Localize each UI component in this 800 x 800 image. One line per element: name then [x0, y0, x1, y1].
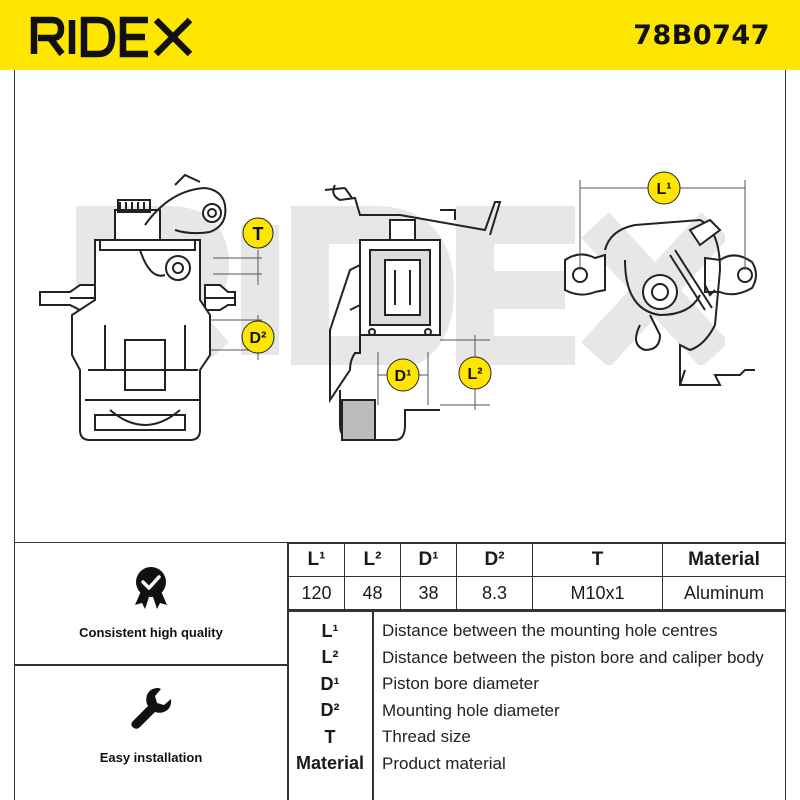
spec-table: L¹ L² D¹ D² T Material 120 48 38 8.3 M10…: [288, 543, 786, 610]
legend-item: L¹ Distance between the mounting hole ce…: [288, 618, 786, 645]
caliper-front-view: [39, 173, 262, 441]
table-header: L¹: [288, 543, 345, 577]
legend-desc: Distance between the mounting hole centr…: [382, 621, 718, 641]
legend-desc: Thread size: [382, 727, 471, 747]
svg-text:D¹: D¹: [395, 368, 412, 385]
wrench-icon: [131, 688, 172, 729]
table-header-row: L¹ L² D¹ D² T Material: [288, 543, 786, 577]
legend-desc: Product material: [382, 753, 506, 773]
table-header: T: [532, 543, 663, 577]
legend-key: L¹: [321, 620, 339, 641]
table-cell: 120: [288, 576, 345, 610]
legend-item: T Thread size: [288, 724, 786, 751]
feature-quality: Consistent high quality: [14, 565, 288, 640]
table-cell: Aluminum: [662, 576, 786, 610]
table-cell: 38: [400, 576, 457, 610]
svg-text:L¹: L¹: [656, 181, 671, 198]
legend-item: L² Distance between the piston bore and …: [288, 645, 786, 672]
svg-text:L²: L²: [467, 366, 482, 383]
legend-key: T: [324, 726, 336, 747]
divider: [14, 664, 288, 666]
legend-key: Material: [295, 753, 365, 774]
table-row: 120 48 38 8.3 M10x1 Aluminum: [288, 576, 786, 610]
legend-desc: Mounting hole diameter: [382, 700, 560, 720]
divider: [288, 610, 786, 612]
divider: [372, 611, 374, 800]
ridex-logo: [30, 16, 193, 58]
table-header: L²: [344, 543, 401, 577]
label-t: T: [242, 217, 274, 249]
table-cell: 48: [344, 576, 401, 610]
divider: [287, 542, 289, 800]
legend-key: D¹: [320, 673, 340, 694]
table-header: Material: [662, 543, 786, 577]
legend-desc: Distance between the piston bore and cal…: [382, 647, 764, 667]
legend-item: D¹ Piston bore diameter: [288, 671, 786, 698]
part-number: 78B0747: [633, 20, 770, 51]
feature-installation: Easy installation: [14, 686, 288, 765]
legend-item: D² Mounting hole diameter: [288, 698, 786, 725]
caliper-drawing: T D² D¹ L² L¹: [39, 171, 757, 441]
caliper-section-view: [324, 184, 502, 441]
caliper-rear-view: [564, 180, 757, 386]
legend-key: L²: [321, 647, 339, 668]
label-l2: L²: [458, 356, 492, 390]
info-panel: [14, 542, 786, 800]
drawing-frame: [14, 70, 786, 542]
dimension-labels: T D² D¹ L² L¹: [241, 171, 681, 392]
table-header: D¹: [400, 543, 457, 577]
table-cell: M10x1: [532, 576, 663, 610]
feature-label: Consistent high quality: [79, 625, 223, 640]
svg-text:T: T: [253, 224, 264, 244]
badge-check-icon: [135, 567, 167, 609]
legend-desc: Piston bore diameter: [382, 674, 539, 694]
legend-list: L¹ Distance between the mounting hole ce…: [288, 611, 786, 777]
table-header: D²: [456, 543, 533, 577]
label-d1: D¹: [386, 358, 420, 392]
label-l1: L¹: [647, 171, 681, 205]
table-cell: 8.3: [456, 576, 533, 610]
legend-key: D²: [320, 700, 340, 721]
legend-item: Material Product material: [288, 751, 786, 778]
label-d2: D²: [241, 320, 275, 354]
feature-label: Easy installation: [99, 750, 203, 765]
svg-text:D²: D²: [250, 330, 267, 347]
header-bar: 78B0747: [0, 0, 800, 70]
